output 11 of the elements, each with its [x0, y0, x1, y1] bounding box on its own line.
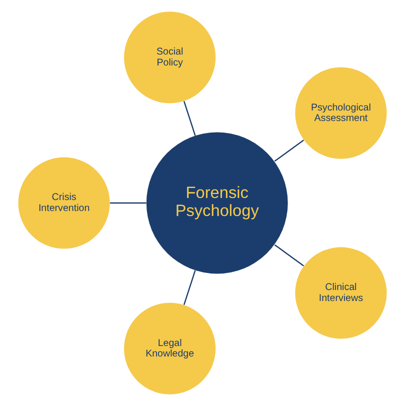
node-circle: Clinical Interviews	[295, 247, 387, 339]
connector	[183, 100, 196, 136]
connector	[110, 202, 146, 204]
connector	[274, 140, 304, 162]
node-circle: Social Policy	[124, 12, 216, 104]
node-circle: Crisis Intervention	[18, 157, 110, 249]
node-circle: Psychological Assessment	[295, 67, 387, 159]
node-circle: Forensic Psychology	[146, 132, 288, 274]
connector	[274, 244, 304, 266]
connector	[183, 270, 196, 306]
node-circle: Legal Knowledge	[124, 302, 216, 394]
